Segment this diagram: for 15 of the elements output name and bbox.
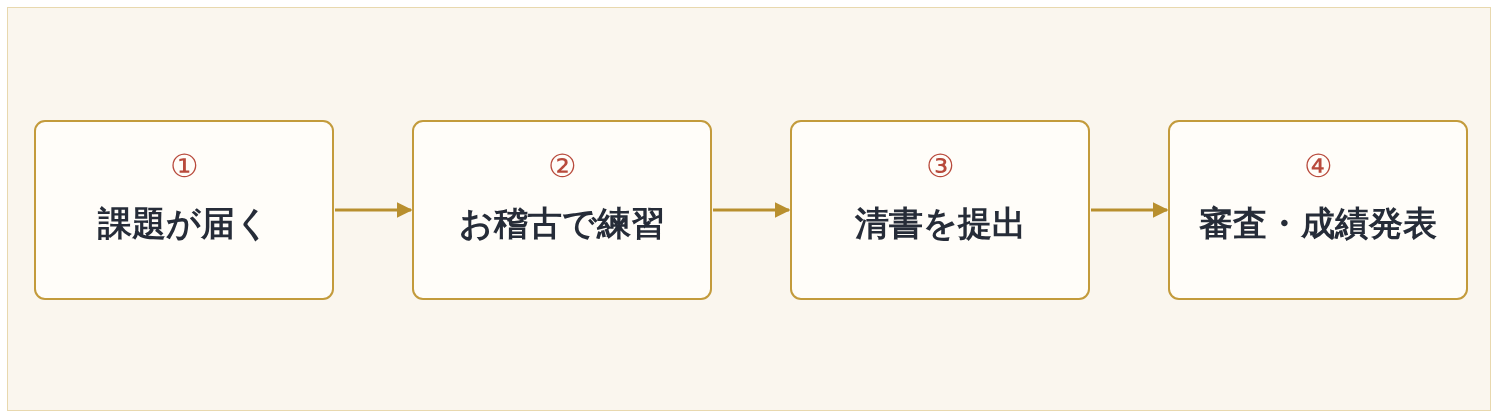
arrow (713, 202, 791, 218)
step-box (412, 120, 712, 300)
step-label: 清書を提出 (854, 204, 1026, 244)
step-number: ④ (1303, 150, 1333, 182)
step-box (34, 120, 334, 300)
step-number: ③ (925, 150, 955, 182)
step-label: お稽古で練習 (459, 204, 665, 244)
step-label: 課題が届く (98, 204, 270, 244)
step-number: ① (169, 150, 199, 182)
arrow (335, 202, 413, 218)
step-number: ② (547, 150, 577, 182)
arrow (1091, 202, 1169, 218)
step-label: 審査・成績発表 (1199, 204, 1437, 244)
step-box (1168, 120, 1468, 300)
step-box (790, 120, 1090, 300)
